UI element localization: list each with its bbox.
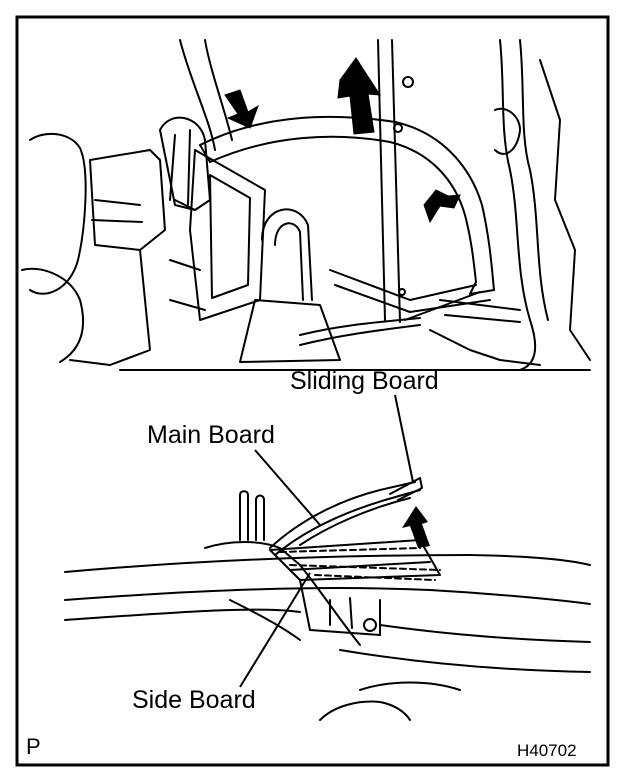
bottom-illustration xyxy=(64,477,591,721)
figure-border xyxy=(15,15,610,767)
label-main-board: Main Board xyxy=(147,421,275,449)
top-illustration xyxy=(21,39,591,371)
leader-lines xyxy=(239,394,414,688)
corner-mark: P xyxy=(26,734,41,759)
up-arrow xyxy=(402,506,430,548)
label-side-board: Side Board xyxy=(132,686,256,714)
top-arrows xyxy=(224,57,461,224)
label-sliding-board: Sliding Board xyxy=(290,367,439,395)
figure-code: H40702 xyxy=(517,741,577,760)
